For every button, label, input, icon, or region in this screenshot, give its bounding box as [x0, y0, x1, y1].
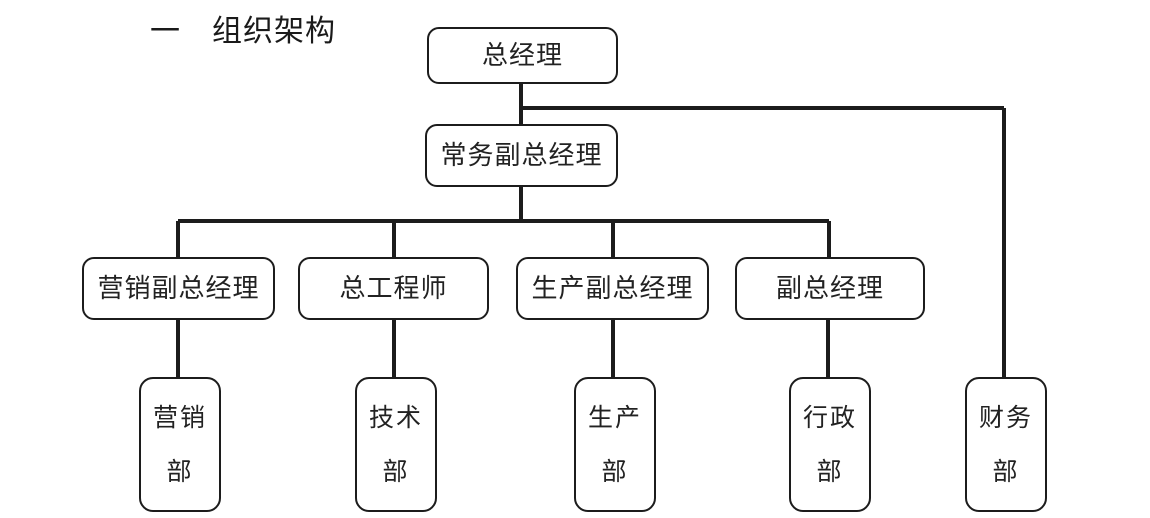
node-label: 生产副总经理 [531, 273, 694, 304]
node-finance-department[interactable]: 财务 部 [965, 377, 1047, 512]
node-marketing-department[interactable]: 营销 部 [139, 377, 221, 512]
node-production-vice-general-manager[interactable]: 生产副总经理 [516, 257, 709, 320]
node-label: 生产 部 [587, 402, 642, 486]
node-label: 总经理 [481, 40, 563, 71]
node-label: 副总经理 [775, 273, 884, 304]
node-general-manager[interactable]: 总经理 [427, 27, 618, 84]
node-production-department[interactable]: 生产 部 [574, 377, 656, 512]
node-executive-vice-general-manager[interactable]: 常务副总经理 [425, 124, 618, 187]
node-vice-general-manager[interactable]: 副总经理 [735, 257, 925, 320]
node-label: 营销副总经理 [97, 273, 260, 304]
node-administration-department[interactable]: 行政 部 [789, 377, 871, 512]
node-chief-engineer[interactable]: 总工程师 [298, 257, 489, 320]
node-label: 行政 部 [802, 402, 857, 486]
node-marketing-vice-general-manager[interactable]: 营销副总经理 [82, 257, 275, 320]
node-label: 营销 部 [152, 402, 207, 486]
page-title: 一 组织架构 [150, 14, 336, 49]
node-label: 技术 部 [368, 402, 423, 486]
node-label: 常务副总经理 [440, 140, 603, 171]
node-technology-department[interactable]: 技术 部 [355, 377, 437, 512]
node-label: 总工程师 [339, 273, 448, 304]
node-label: 财务 部 [978, 402, 1033, 486]
